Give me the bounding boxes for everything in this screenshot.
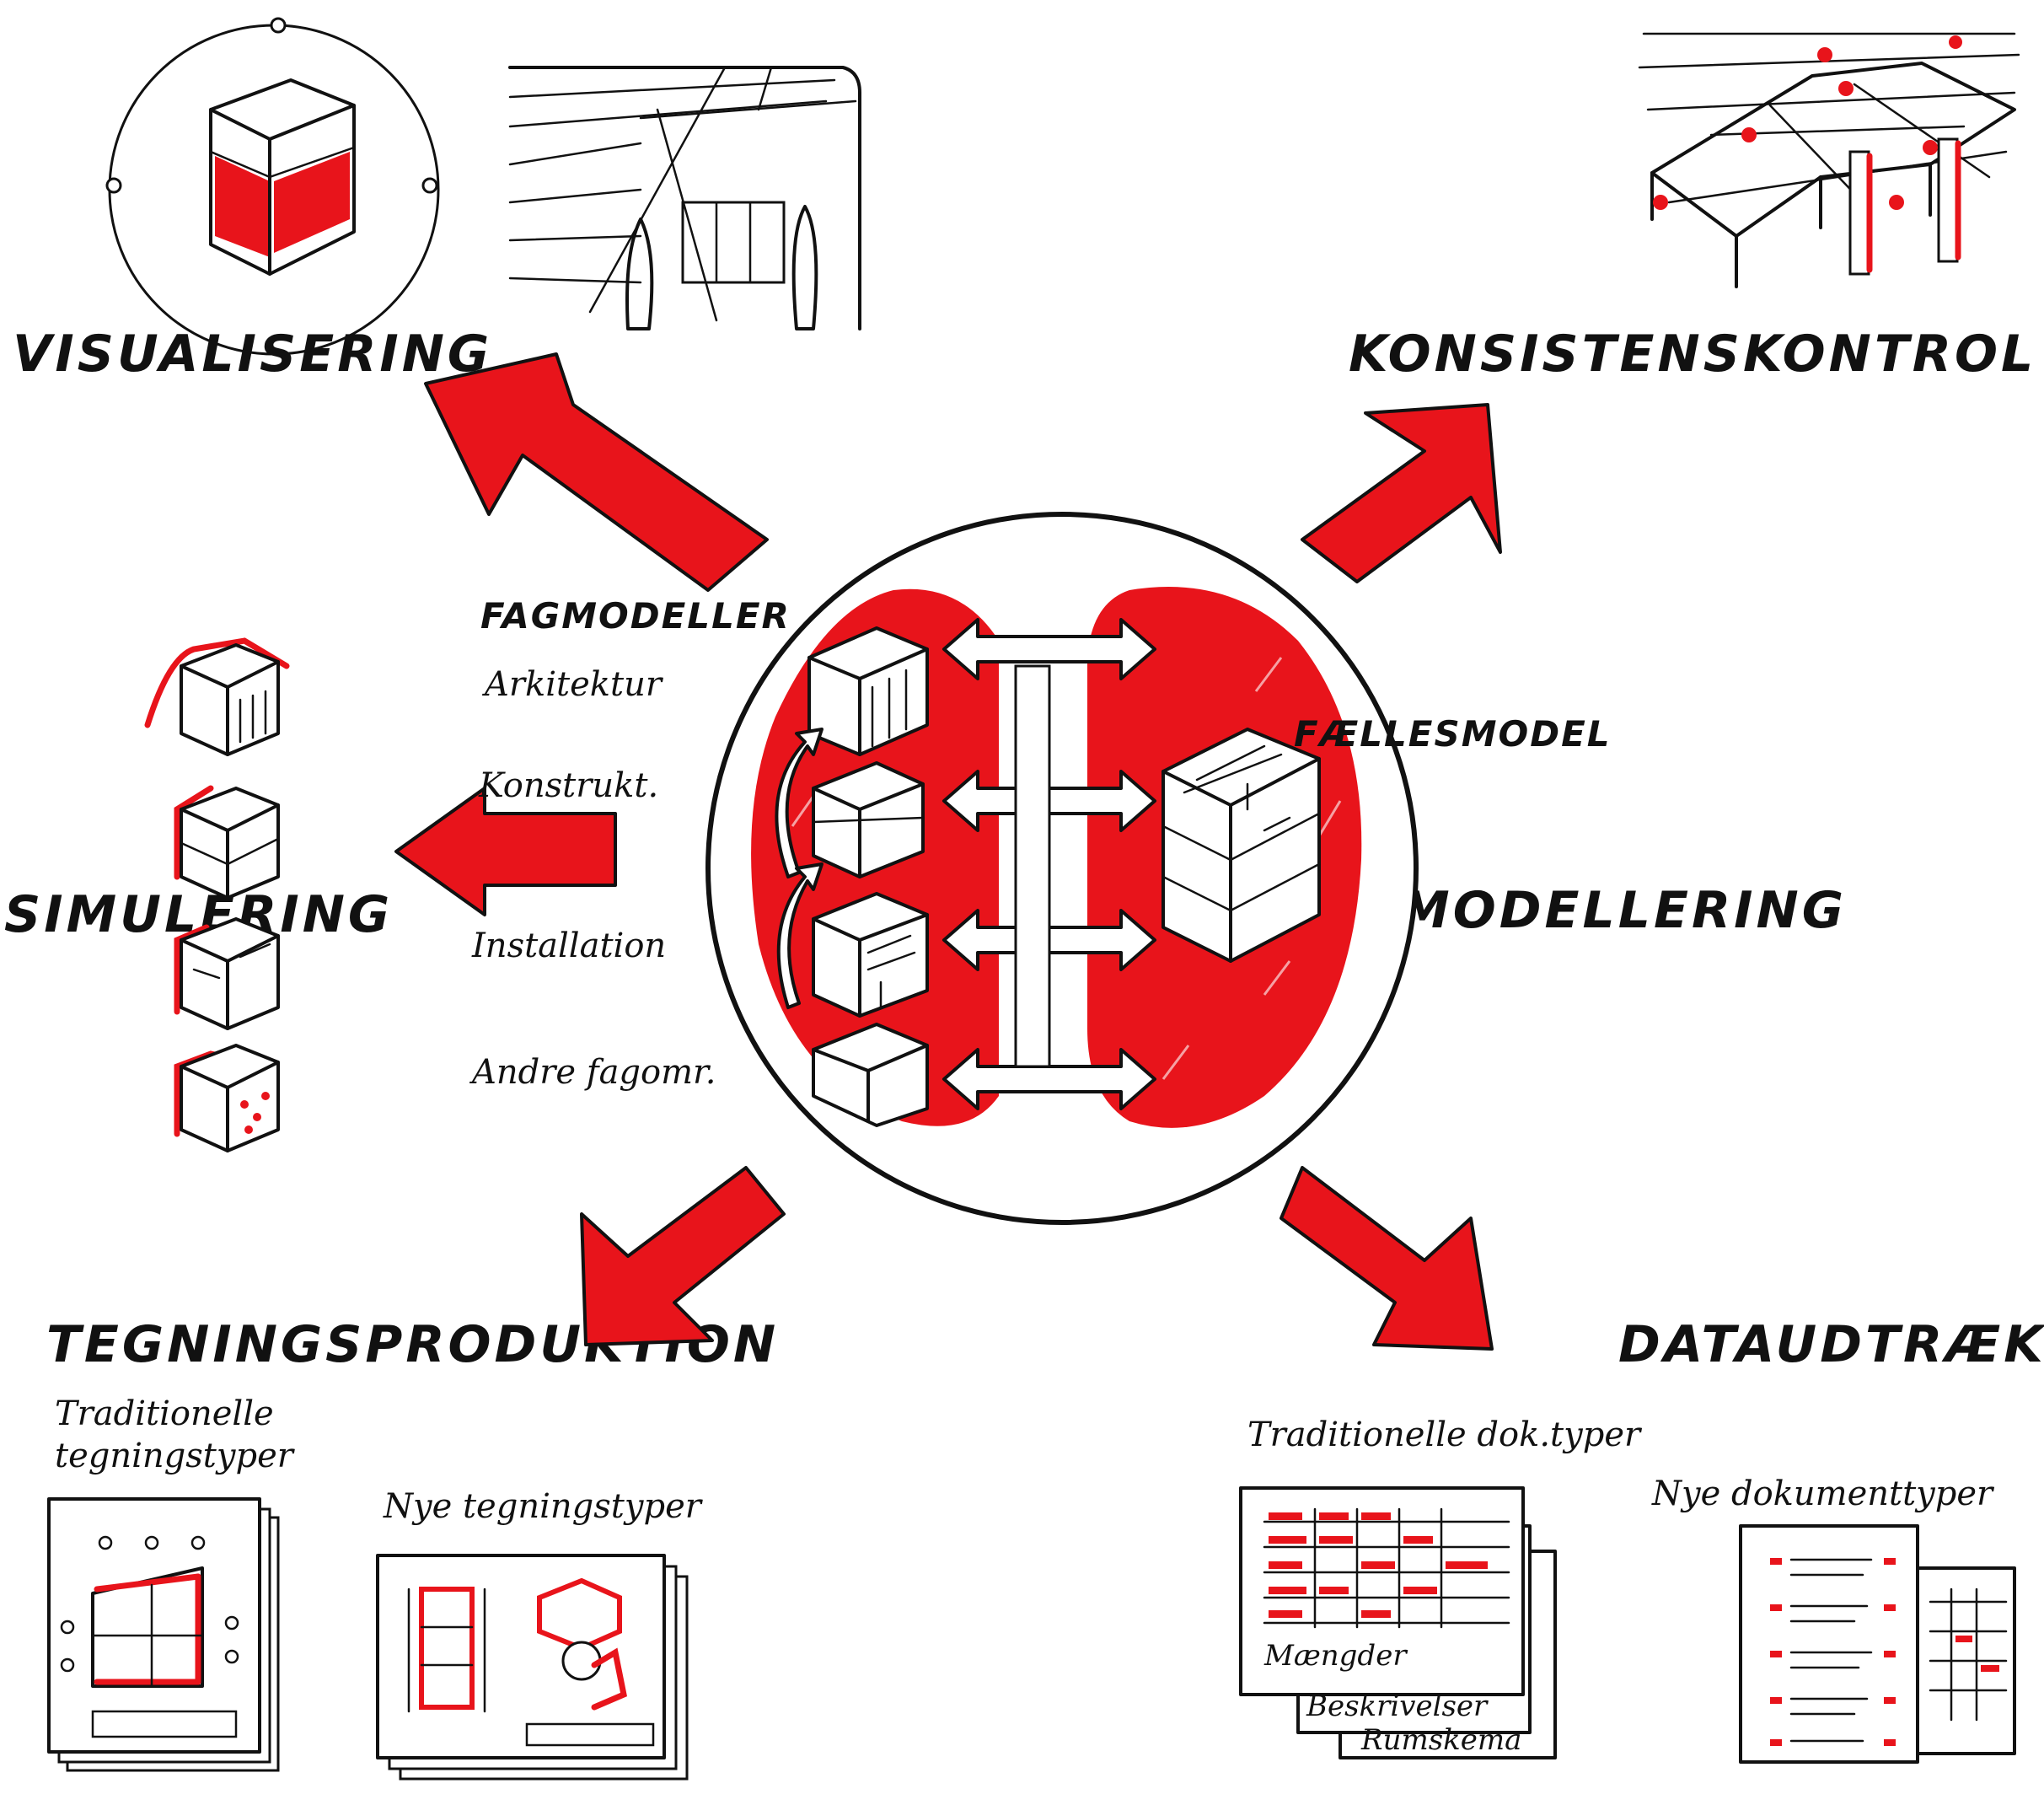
arrow-to-tegningsproduktion bbox=[580, 1166, 786, 1346]
label-arkitektur: Arkitektur bbox=[481, 665, 664, 704]
label-rumskema: Rumskema bbox=[1360, 1723, 1521, 1757]
traditional-drawing-sheet bbox=[47, 1497, 280, 1772]
arrow-to-dataudtraek bbox=[1280, 1166, 1494, 1351]
other-disciplines-box-icon bbox=[812, 1023, 929, 1127]
structure-box-icon bbox=[812, 761, 925, 878]
simulation-sketches bbox=[144, 637, 290, 1152]
quantity-table bbox=[1263, 1507, 1510, 1629]
exchange-arrows bbox=[942, 618, 1156, 1110]
label-beskrivelser: Beskrivelser bbox=[1306, 1690, 1489, 1723]
label-faellesmodel: FÆLLESMODEL bbox=[1294, 713, 1612, 755]
installation-box-icon bbox=[812, 892, 929, 1018]
arrow-to-simulering bbox=[394, 787, 617, 916]
thermal-sim-cube-icon bbox=[174, 1044, 280, 1152]
label-installation: Installation bbox=[471, 927, 666, 965]
traditional-documents-stack: Mængder Beskrivelser Rumskema bbox=[1239, 1486, 1557, 1759]
sun-shadow-cube-icon bbox=[144, 637, 290, 756]
label-maengder: Mængder bbox=[1263, 1639, 1408, 1673]
label-traditionelle-dok-typer: Traditionelle dok.typer bbox=[1247, 1416, 1643, 1454]
discipline-model-boxes bbox=[775, 626, 929, 1127]
arrow-to-konsistenskontrol bbox=[1301, 403, 1502, 583]
document-bullet-lines bbox=[1770, 1558, 1896, 1746]
structural-load-cube-icon bbox=[174, 785, 280, 900]
arrow-to-visualisering bbox=[424, 352, 769, 592]
visualization-orbit-sketch bbox=[105, 17, 440, 356]
new-documents-stack bbox=[1739, 1524, 2016, 1764]
heading-modellering: MODELLERING bbox=[1399, 881, 1847, 940]
interior-perspective-sketch bbox=[508, 66, 861, 330]
new-drawing-sheet bbox=[376, 1554, 689, 1781]
label-konstrukt: Konstrukt. bbox=[478, 766, 658, 805]
label-andre-fagomr: Andre fagomr. bbox=[469, 1053, 716, 1092]
label-traditionelle-tegningstyper-line2: tegningstyper bbox=[55, 1437, 296, 1475]
clash-detection-sketch bbox=[1638, 32, 2020, 288]
label-fagmodeller: FAGMODELLER bbox=[480, 595, 791, 637]
label-traditionelle-tegningstyper-line1: Traditionelle bbox=[55, 1394, 274, 1433]
heading-dataudtraek: DATAUDTRÆK bbox=[1618, 1315, 2044, 1374]
installation-sim-cube-icon bbox=[174, 917, 280, 1030]
common-model-cube-icon bbox=[1161, 728, 1321, 963]
label-nye-tegningstyper: Nye tegningstyper bbox=[383, 1487, 704, 1526]
heading-visualisering: VISUALISERING bbox=[13, 325, 492, 384]
document-mini-table bbox=[1929, 1587, 2008, 1722]
label-nye-dokumenttyper: Nye dokumenttyper bbox=[1651, 1475, 1995, 1513]
heading-konsistenskontrol: KONSISTENSKONTROL bbox=[1349, 325, 2036, 384]
